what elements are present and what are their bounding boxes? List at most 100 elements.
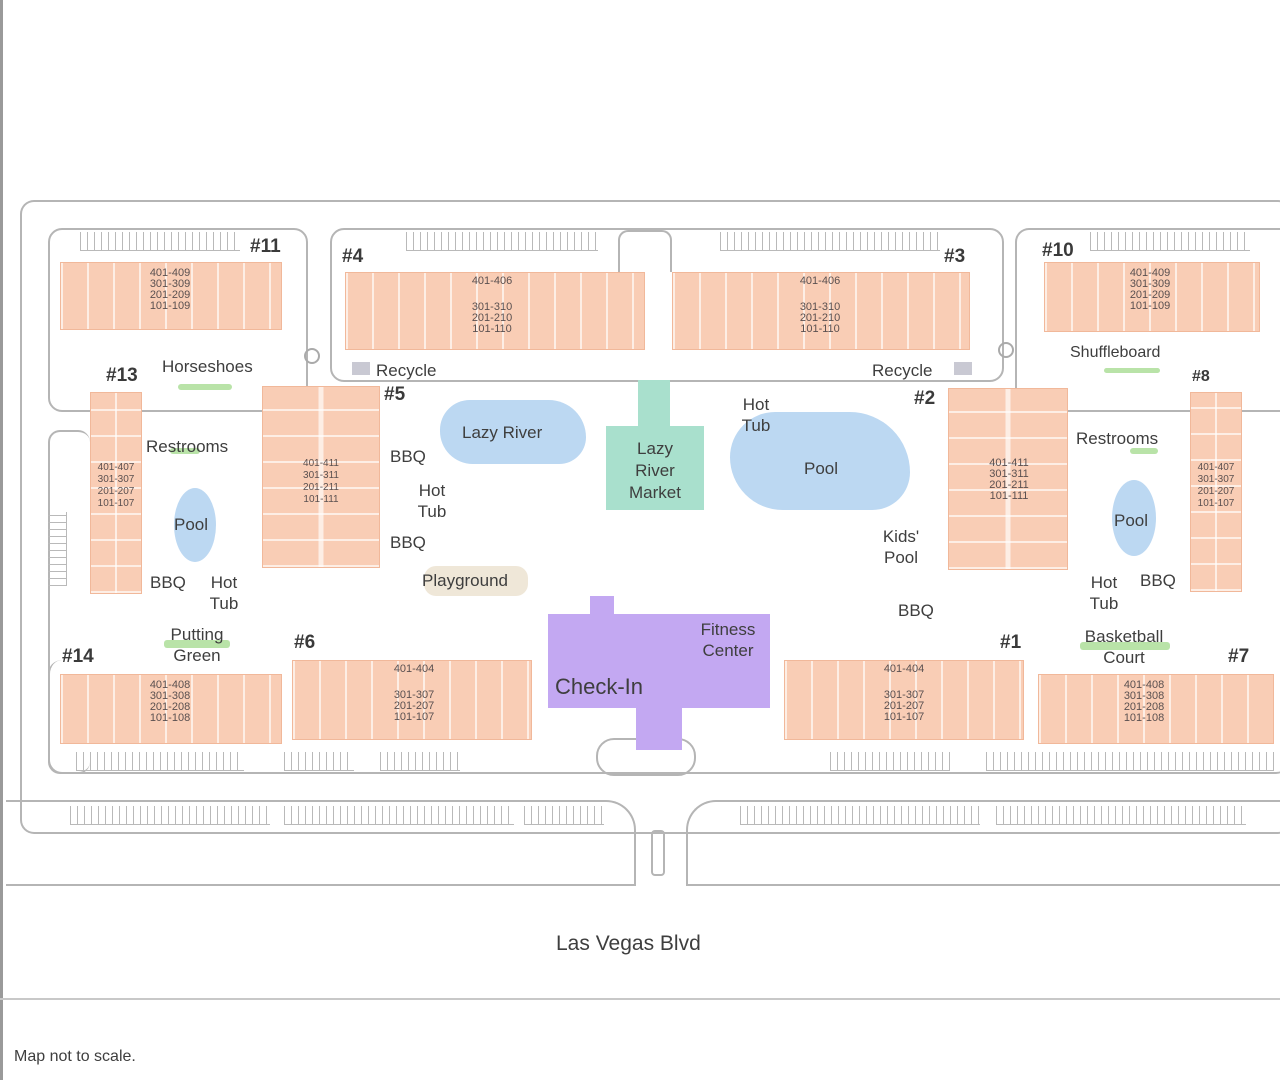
playground-label: Playground <box>422 571 509 590</box>
page-border <box>0 0 3 1080</box>
entry-left <box>6 800 636 886</box>
bbq-right-label: BBQ <box>1140 571 1176 590</box>
hot-tub-center-label: Hot Tub <box>741 395 771 435</box>
building-13-number: #13 <box>106 365 138 386</box>
parking-row <box>284 752 354 771</box>
building-1-units-top: 401-404 <box>883 663 925 675</box>
parking-row <box>720 232 940 251</box>
horseshoes-label: Horseshoes <box>162 357 253 376</box>
building-8-units: 401-407 301-307 201-207 101-107 <box>1197 462 1235 509</box>
building-6-units: 301-307 201-207 101-107 <box>393 689 435 723</box>
building-2-units: 401-411 301-311 201-211 101-111 <box>989 457 1029 502</box>
check-in-entry <box>636 700 682 750</box>
inner-road-s <box>48 660 1280 774</box>
parking-row <box>80 232 240 251</box>
restrooms-left-label: Restrooms <box>146 437 229 456</box>
street-edge <box>0 998 1280 1000</box>
bbq-center-right-label: BBQ <box>898 601 934 620</box>
basketball-court-label: Basketball Court <box>1084 627 1164 667</box>
building-5-number: #5 <box>384 384 406 405</box>
pool-right-water <box>1112 480 1156 556</box>
parking-row <box>406 232 598 251</box>
parking-row <box>76 752 244 771</box>
outer-road <box>20 200 1280 834</box>
building-1-units: 301-307 201-207 101-107 <box>883 689 925 723</box>
building-4-number: #4 <box>342 246 364 267</box>
building-7 <box>1038 674 1274 744</box>
median <box>651 830 665 876</box>
building-6-number: #6 <box>294 632 316 653</box>
parking-row <box>996 806 1246 825</box>
street-name: Las Vegas Blvd <box>556 932 701 955</box>
shuffleboard-area <box>1104 368 1160 373</box>
building-10-number: #10 <box>1042 240 1074 261</box>
building-13 <box>90 392 142 594</box>
lazy-river-market-label: Lazy River Market <box>629 439 681 502</box>
parking-column <box>48 512 67 586</box>
building-1-number: #1 <box>1000 632 1022 653</box>
building-14-units: 401-408 301-308 201-208 101-108 <box>149 679 191 724</box>
putting-green-label: Putting Green <box>170 625 224 665</box>
building-4 <box>345 272 645 350</box>
building-6-units-top: 401-404 <box>393 663 435 675</box>
recycle-left-label: Recycle <box>376 361 437 380</box>
pool-center-label: Pool <box>804 459 839 478</box>
recycle-right-icon <box>954 362 972 375</box>
bbq-5a-label: BBQ <box>390 447 426 466</box>
bbq-left-label: BBQ <box>150 573 186 592</box>
lazy-river-label: Lazy River <box>462 423 543 442</box>
hot-tub-left-label: Hot Tub <box>209 573 239 613</box>
building-2-number: #2 <box>914 388 936 409</box>
scale-note: Map not to scale. <box>14 1048 136 1065</box>
recycle-left-icon <box>352 362 370 375</box>
building-13-units: 401-407 301-307 201-207 101-107 <box>97 462 135 509</box>
pool-right-label: Pool <box>1114 511 1149 530</box>
hot-tub-right-label: Hot Tub <box>1089 573 1119 613</box>
building-2 <box>948 388 1068 570</box>
lazy-river-market-building <box>606 426 704 510</box>
pool-left-water <box>174 488 216 562</box>
inner-road-nw <box>48 228 308 412</box>
building-8-number: #8 <box>1192 368 1210 385</box>
check-in-tower <box>590 596 614 618</box>
building-3 <box>672 272 970 350</box>
restrooms-right-area <box>1130 448 1158 454</box>
building-3-units-top: 401-406 <box>799 275 841 287</box>
lazy-river-water <box>440 400 586 464</box>
building-3-units: 301-310 201-210 101-110 <box>799 301 841 335</box>
center-gate <box>618 230 672 272</box>
inner-road-ne <box>1015 228 1280 412</box>
restrooms-right-label: Restrooms <box>1076 429 1159 448</box>
building-14 <box>60 674 282 744</box>
parking-row <box>284 806 514 825</box>
pool-center-water <box>730 412 910 510</box>
building-1 <box>784 660 1024 740</box>
bbq-5b-label: BBQ <box>390 533 426 552</box>
parking-row <box>740 806 980 825</box>
fitness-center-label: Fitness Center <box>700 620 756 660</box>
entry-right <box>686 800 1280 886</box>
building-5 <box>262 386 380 568</box>
building-10 <box>1044 262 1260 332</box>
building-5-units: 401-411 301-311 201-211 101-111 <box>303 458 339 505</box>
parking-row <box>986 752 1274 771</box>
parking-row <box>380 752 460 771</box>
parking-row <box>1090 232 1250 251</box>
building-7-units: 401-408 301-308 201-208 101-108 <box>1123 679 1165 724</box>
building-11 <box>60 262 282 330</box>
check-in-label: Check-In <box>555 674 644 699</box>
putting-green-area <box>164 640 230 648</box>
horseshoes-area <box>178 384 232 390</box>
shuffleboard-label: Shuffleboard <box>1070 344 1161 361</box>
pool-left-label: Pool <box>174 515 209 534</box>
building-4-units: 301-310 201-210 101-110 <box>471 301 513 335</box>
building-14-number: #14 <box>62 646 94 667</box>
lazy-river-market-walkway <box>638 380 670 430</box>
restrooms-left-area <box>170 448 200 454</box>
parking-row <box>70 806 270 825</box>
recycle-right-label: Recycle <box>872 361 933 380</box>
kids-pool-label: Kids' Pool <box>882 527 920 567</box>
building-11-number: #11 <box>250 236 281 257</box>
building-7-number: #7 <box>1228 646 1250 667</box>
hot-tub-5-label: Hot Tub <box>417 481 447 521</box>
